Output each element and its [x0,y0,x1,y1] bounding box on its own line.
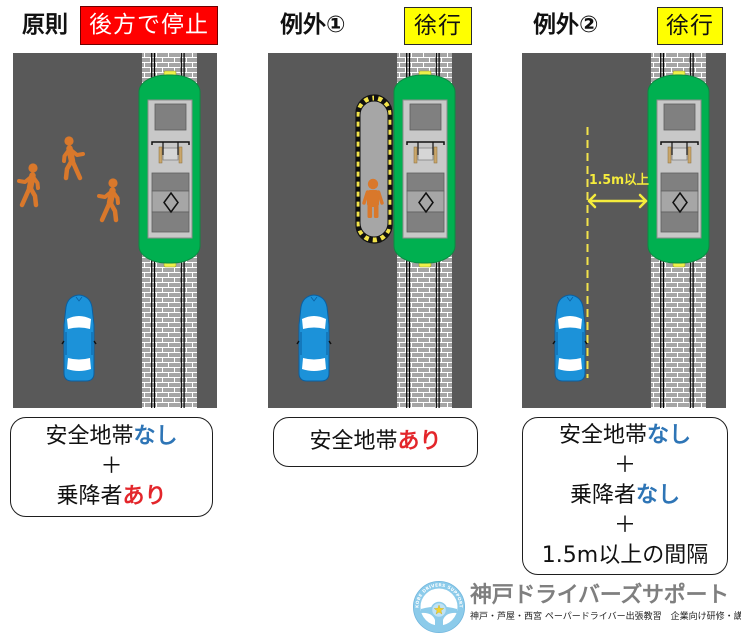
condition-text: 乗降者 [56,484,123,509]
panel-title-exception-1: 例外① [280,12,346,38]
panel-title-principle: 原則 [22,12,68,38]
condition-text: 安全地帯 [45,424,134,449]
condition-box-exception-2: 安全地帯なし ＋ 乗降者なし ＋ 1.5m以上の間隔 [522,417,728,575]
condition-line: 安全地帯なし [559,421,691,451]
condition-line: 乗降者あり [56,482,166,512]
scene-exception-2: 1.5m以上 [522,53,726,408]
distance-label: 1.5m以上 [589,173,649,188]
safety-island [355,94,393,244]
logo-tagline: 神戸・芦屋・西宮 ペーパードライバー出張教習 企業向け研修・講習 [470,612,741,622]
condition-line: 1.5m以上の間隔 [542,541,708,571]
condition-value: なし [647,423,692,448]
plus-sign: ＋ [613,513,636,538]
steering-wheel-star-icon: KOBE DRIVERS SUPPORT [412,580,466,634]
car-icon [61,294,97,382]
car-icon [552,294,588,382]
scene-principle [13,53,217,408]
condition-value: なし [636,483,681,508]
condition-plus: ＋ [614,451,636,481]
plus-sign: ＋ [100,454,123,479]
plus-sign: ＋ [613,453,636,478]
condition-text: 安全地帯 [558,423,647,448]
condition-value: あり [397,429,442,454]
condition-line: 安全地帯あり [309,427,441,457]
condition-plus: ＋ [614,511,636,541]
car-icon [296,294,332,382]
condition-line: 乗降者なし [570,481,680,511]
condition-line: 安全地帯なし [45,422,177,452]
tram-icon [647,70,710,268]
condition-text: 1.5m以上の間隔 [541,543,709,568]
action-badge-slow: 徐行 [657,7,723,45]
scene-exception-1 [268,53,472,408]
condition-value: なし [133,424,178,449]
double-arrow-icon [587,193,648,209]
panel-title-exception-2: 例外② [533,12,599,38]
condition-plus: ＋ [100,452,122,482]
condition-text: 乗降者 [569,483,636,508]
star-icon [433,604,445,615]
condition-text: 安全地帯 [309,429,398,454]
action-badge-slow: 徐行 [404,7,472,45]
condition-value: あり [122,484,167,509]
condition-box-exception-1: 安全地帯あり [273,417,478,467]
action-badge-stop-behind: 後方で停止 [80,6,218,45]
tram-icon [393,70,456,268]
logo-name: 神戸ドライバーズサポート [470,583,729,608]
condition-box-principle: 安全地帯なし ＋ 乗降者あり [10,417,213,517]
tram-icon [138,70,201,268]
